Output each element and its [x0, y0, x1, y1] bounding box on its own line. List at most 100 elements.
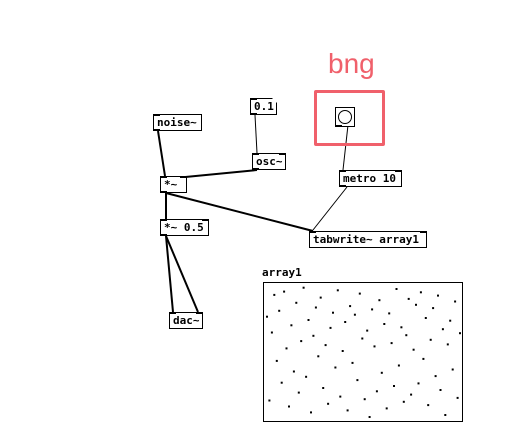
array-sample-point	[266, 315, 268, 318]
array-sample-point	[341, 350, 344, 352]
array-sample-point	[449, 319, 452, 322]
array-sample-point	[273, 293, 276, 296]
tabwrite-object-label: tabwrite~ array1	[313, 233, 419, 246]
number-box-value: 0.1	[254, 100, 274, 113]
array-sample-point	[383, 323, 386, 325]
array-graph[interactable]	[263, 282, 463, 422]
array-sample-point	[407, 297, 410, 300]
noise-object-label: noise~	[157, 116, 197, 129]
annotation-label: bng	[328, 48, 375, 79]
number-box[interactable]: 0.1	[250, 98, 277, 115]
array-sample-point	[427, 404, 430, 407]
bang-button[interactable]	[335, 107, 355, 127]
metro-object-label: metro 10	[343, 172, 396, 185]
array-sample-point	[424, 317, 427, 319]
array-sample-point	[417, 382, 420, 385]
array-sample-point	[329, 326, 332, 329]
array-sample-point	[305, 375, 308, 378]
array-sample-point	[307, 319, 310, 321]
array-sample-point	[393, 385, 395, 387]
bang-circle-icon[interactable]	[338, 110, 352, 124]
array-sample-point	[402, 400, 405, 403]
array-sample-point	[368, 416, 371, 418]
array-sample-point	[429, 338, 432, 341]
metro-object[interactable]: metro 10	[339, 170, 402, 187]
multiply-object-label: *~	[164, 178, 178, 191]
array-sample-point	[410, 393, 413, 396]
dac-object[interactable]: dac~	[169, 312, 203, 329]
array-sample-point	[278, 309, 281, 312]
array-sample-point	[434, 375, 437, 378]
array-sample-point	[283, 290, 286, 293]
array-sample-point	[361, 337, 364, 340]
array-sample-point	[270, 331, 273, 334]
array-sample-point	[366, 329, 369, 332]
array-sample-point	[422, 357, 425, 360]
array-sample-point	[385, 407, 388, 410]
array-sample-point	[346, 409, 349, 412]
array-sample-point	[446, 343, 449, 346]
array-sample-point	[332, 311, 334, 314]
array-sample-point	[378, 299, 381, 302]
array-sample-point	[419, 291, 422, 294]
array-sample-point	[297, 391, 300, 394]
array-sample-point	[336, 289, 339, 292]
array-sample-point	[456, 396, 459, 399]
array-sample-point	[275, 359, 278, 362]
array-sample-point	[353, 313, 356, 316]
array-sample-point	[459, 332, 461, 335]
array-sample-point	[358, 292, 361, 295]
array-sample-point	[371, 308, 374, 311]
multiply-object[interactable]: *~	[160, 176, 187, 193]
array-sample-point	[319, 296, 322, 299]
array-sample-point	[334, 366, 337, 369]
array-name: array1	[262, 266, 302, 279]
multiply-half-object[interactable]: *~ 0.5	[160, 219, 209, 236]
array-plot	[266, 286, 461, 418]
array-sample-point	[312, 334, 315, 337]
array-sample-point	[405, 334, 408, 337]
array-sample-point	[290, 324, 293, 327]
array-sample-point	[375, 390, 378, 393]
osc-object[interactable]: osc~	[252, 153, 286, 170]
array-sample-point	[363, 398, 366, 401]
array-sample-point	[400, 326, 403, 329]
array-sample-point	[349, 305, 352, 308]
array-sample-point	[324, 344, 327, 347]
array-sample-point	[380, 371, 383, 374]
array-sample-point	[302, 286, 305, 289]
array-sample-point	[356, 379, 359, 382]
array-sample-point	[310, 411, 312, 414]
tabwrite-object[interactable]: tabwrite~ array1	[309, 231, 427, 248]
array-sample-point	[285, 347, 288, 350]
dac-object-label: dac~	[173, 314, 200, 327]
array-sample-point	[317, 355, 320, 358]
array-sample-point	[300, 340, 303, 343]
array-sample-point	[327, 402, 330, 405]
array-sample-point	[322, 387, 325, 389]
noise-object[interactable]: noise~	[153, 114, 202, 131]
array-sample-point	[268, 399, 271, 402]
array-sample-point	[451, 368, 454, 371]
array-sample-point	[390, 342, 393, 345]
multiply-half-object-label: *~ 0.5	[164, 221, 204, 234]
array-sample-point	[412, 348, 415, 351]
array-sample-point	[437, 294, 439, 297]
array-sample-point	[292, 370, 295, 373]
array-sample-point	[280, 381, 283, 384]
array-sample-point	[432, 307, 435, 310]
osc-object-label: osc~	[256, 155, 283, 168]
array-sample-point	[454, 300, 457, 303]
array-sample-point	[314, 306, 317, 309]
array-sample-point	[339, 395, 342, 398]
array-sample-point	[351, 361, 354, 364]
array-sample-point	[444, 414, 447, 416]
array-sample-point	[415, 303, 417, 306]
highlight-box	[314, 90, 385, 146]
array-sample-point	[295, 301, 298, 304]
array-sample-point	[288, 405, 290, 408]
array-sample-point	[373, 345, 376, 348]
array-sample-point	[395, 288, 398, 290]
